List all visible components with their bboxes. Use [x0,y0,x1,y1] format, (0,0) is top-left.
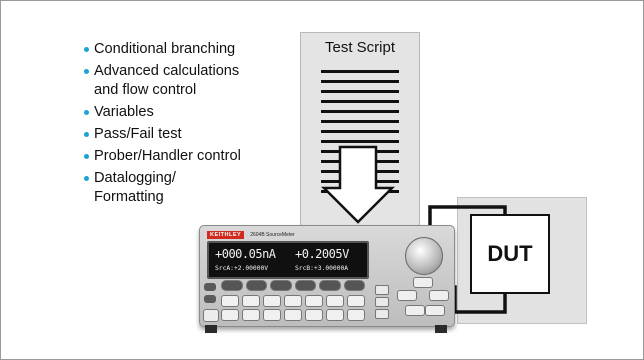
bullet-dot-icon [84,175,89,181]
feature-item: Pass/Fail test [84,125,241,145]
key-row [221,280,365,291]
model-label: 2604B SourceMeter [250,232,295,238]
nav-key [413,277,433,288]
power-button [203,309,219,322]
front-panel-key [347,295,365,307]
script-line [321,80,399,83]
front-panel-key [284,295,302,307]
instrument-foot [435,325,447,333]
side-key [204,295,216,303]
front-panel-key [221,309,239,321]
instrument-display: +000.05nA +0.2005V SrcA:+2.00000V SrcB:+… [207,241,369,279]
front-panel-key [263,309,281,321]
script-line [321,90,399,93]
front-panel-key [221,295,239,307]
feature-item: Variables [84,103,241,123]
front-panel-key [270,280,292,291]
front-panel-key [326,309,344,321]
bullet-dot-icon [84,47,89,52]
feature-item: Prober/Handler control [84,147,241,167]
nav-key [429,290,449,301]
front-panel-key [284,309,302,321]
feature-label: Advanced calculations and flow control [94,62,240,99]
script-line [321,100,399,103]
front-panel-key [245,280,267,291]
front-panel-key [343,280,365,291]
script-line [321,130,399,133]
script-line [321,110,399,113]
key-row [221,309,365,321]
front-panel-key [347,309,365,321]
front-panel-key [319,280,341,291]
bullet-dot-icon [84,68,89,74]
front-panel-key [305,295,323,307]
feature-label: Prober/Handler control [94,147,241,164]
feature-label: Variables [94,104,154,121]
key-row [221,295,365,307]
navigation-keys [397,277,449,317]
dut-box: DUT [470,214,550,294]
navigation-knob-icon [405,237,443,275]
bullet-dot-icon [84,131,89,137]
front-panel-key [294,280,316,291]
soft-key [375,309,389,319]
source-channel-a: SrcA:+2.00000V [215,265,269,272]
front-panel-key [242,309,260,321]
brand-badge: KEITHLEY [207,231,245,239]
script-line [321,70,399,73]
bullet-dot-icon [84,110,89,116]
soft-key [375,285,389,295]
source-channel-b: SrcB:+3.00000A [295,265,349,272]
sourcemeter-instrument: KEITHLEY 2604B SourceMeter +000.05nA +0.… [199,225,455,333]
front-panel-key [326,295,344,307]
script-line [321,140,399,143]
nav-key [425,305,445,316]
reading-channel-b: +0.2005V [295,247,349,261]
front-panel-key [221,280,243,291]
instrument-foot [205,325,217,333]
front-panel-key [242,295,260,307]
feature-item: Datalogging/ Formatting [84,169,241,208]
down-arrow-icon [320,145,396,224]
test-script-title: Test Script [324,39,396,56]
nav-key [397,290,417,301]
feature-item: Conditional branching [84,40,241,60]
soft-key [375,297,389,307]
front-panel-key [305,309,323,321]
feature-label: Pass/Fail test [94,125,182,142]
script-line [321,120,399,123]
feature-item: Advanced calculations and flow control [84,62,241,101]
reading-channel-a: +000.05nA [215,247,276,261]
bullet-dot-icon [84,153,89,159]
nav-key [405,305,425,316]
feature-label: Conditional branching [94,41,236,57]
instrument-header: KEITHLEY 2604B SourceMeter [207,229,403,241]
side-key [204,283,216,291]
feature-label: Datalogging/ Formatting [94,169,176,206]
feature-list: Conditional branching Advanced calculati… [84,40,241,210]
front-panel-key [263,295,281,307]
